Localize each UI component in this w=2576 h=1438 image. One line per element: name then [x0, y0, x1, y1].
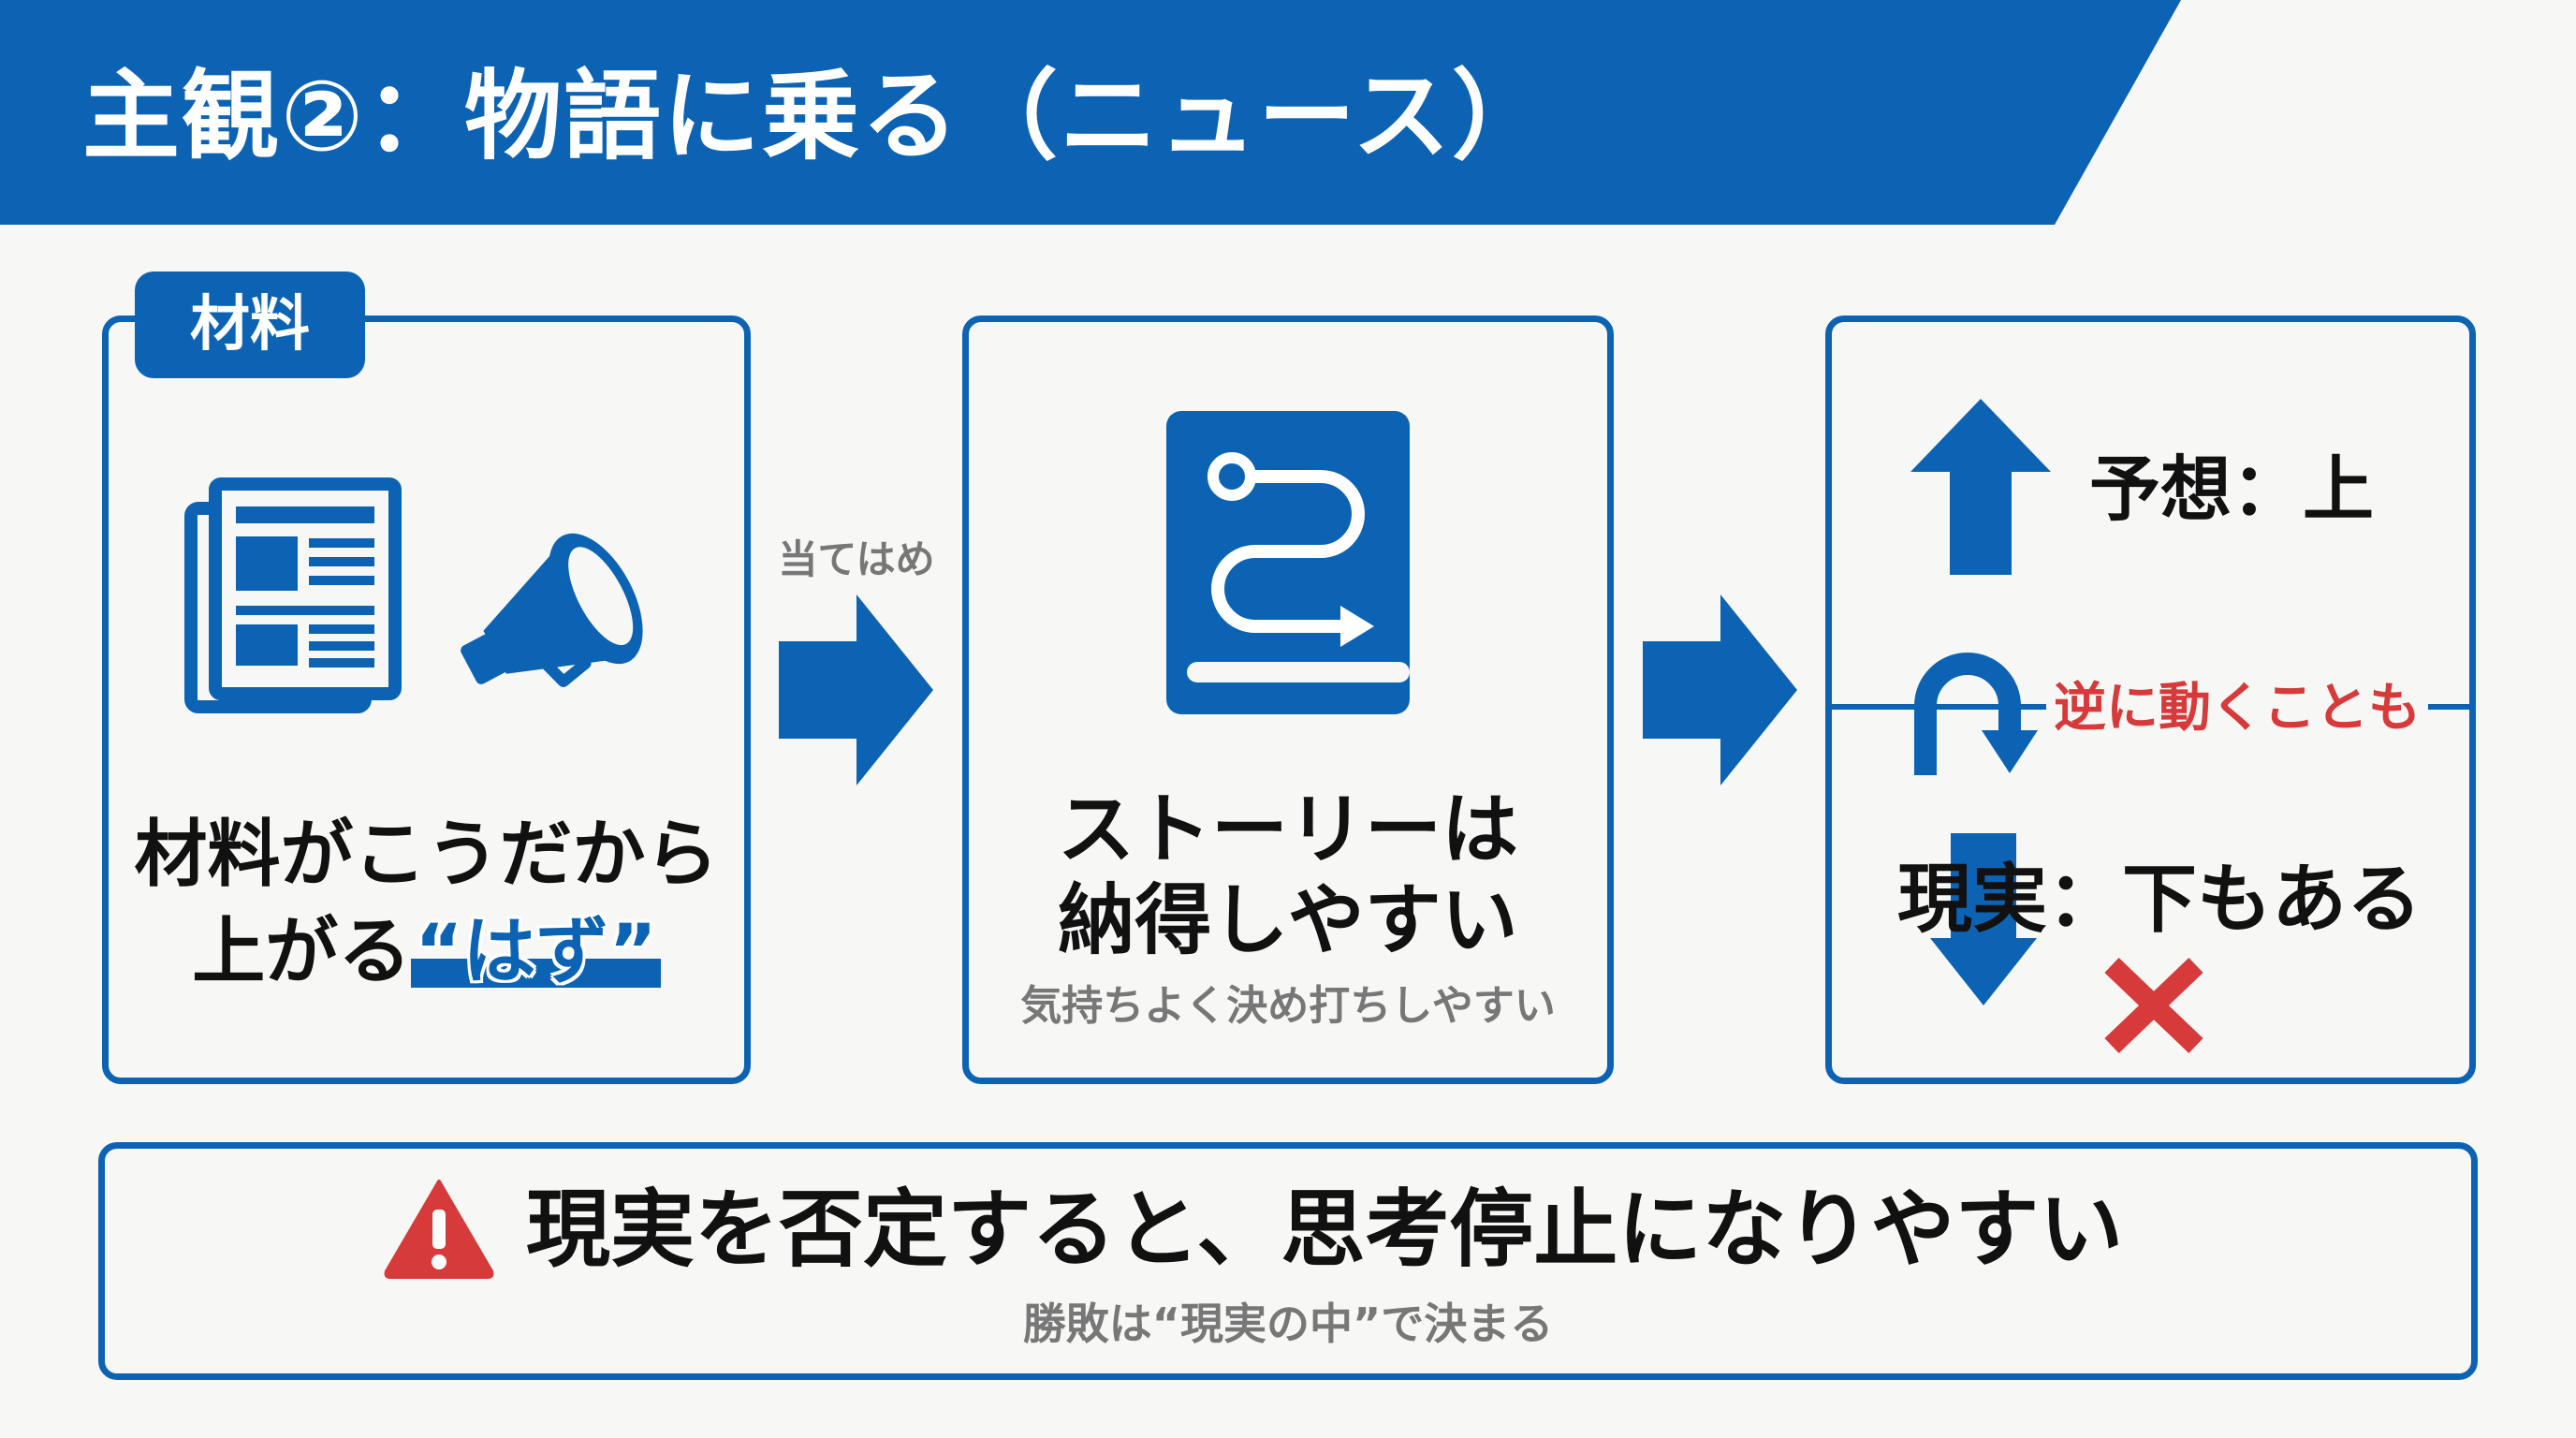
material-tab: 材料	[135, 271, 365, 378]
newspaper-icon	[184, 477, 402, 714]
apply-label: 当てはめ	[778, 536, 935, 582]
story-text-line1: ストーリーは	[1057, 785, 1518, 874]
reverse-move-text: 逆に動くことも	[2046, 676, 2428, 741]
arrow-down-icon	[1930, 833, 2037, 1005]
page-title: 主観②：物語に乗る（ニュース）	[82, 59, 1551, 173]
reality-text: 現実：下もある	[1897, 856, 2422, 943]
warning-icon	[383, 1178, 495, 1279]
material-text-line2: 上がる“はず”	[102, 910, 751, 994]
u-turn-icon	[1897, 640, 2038, 775]
header-banner	[0, 0, 2181, 225]
material-text-prefix: 上がる	[192, 910, 412, 994]
warning-message: 現実を否定すると、思考停止になりやすい	[526, 1181, 2124, 1279]
warning-subtext: 勝敗は“現実の中”で決まる	[1022, 1299, 1554, 1349]
arrow-right-icon	[1643, 594, 1797, 785]
material-text-line1: 材料がこうだから	[134, 813, 719, 897]
x-mark-icon	[2102, 956, 2205, 1055]
material-text-emphasis: “はず”	[411, 910, 661, 994]
story-subtext: 気持ちよく決め打ちしやすい	[1020, 982, 1556, 1030]
arrow-right-icon	[779, 594, 933, 785]
book-story-icon	[1166, 411, 1410, 714]
expectation-text: 予想：上	[2089, 448, 2374, 531]
warning-box	[98, 1142, 2478, 1380]
story-text-line2: 納得しやすい	[1058, 876, 1518, 965]
megaphone-icon	[440, 522, 666, 710]
arrow-up-icon	[1910, 399, 2051, 575]
